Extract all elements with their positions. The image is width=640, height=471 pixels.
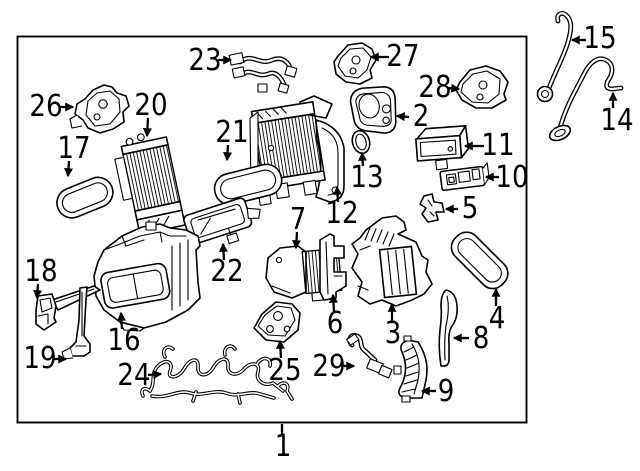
part-17-drawing <box>56 176 114 219</box>
part-23-drawing <box>228 52 298 94</box>
part-18-drawing <box>35 285 101 331</box>
part-27-drawing <box>333 42 377 85</box>
part-4-drawing <box>450 231 509 290</box>
part-19-drawing <box>61 286 91 360</box>
part-10-drawing <box>439 162 490 192</box>
leader-arrow-25 <box>275 339 285 359</box>
leader-arrow-28 <box>447 83 461 93</box>
part-24-drawing <box>140 344 294 405</box>
part-3-drawing <box>351 215 433 307</box>
leader-arrow-21 <box>223 144 233 162</box>
leader-arrow-2 <box>395 112 410 122</box>
part-6-drawing <box>319 233 347 301</box>
leader-arrow-20 <box>142 117 152 138</box>
leader-arrow-6 <box>328 293 338 313</box>
part-26-drawing <box>69 84 130 134</box>
part-9-drawing <box>393 335 428 403</box>
part-11-drawing <box>415 125 470 171</box>
part-12-drawing <box>249 95 345 206</box>
part-2-drawing <box>349 86 397 134</box>
leader-arrow-16 <box>116 311 126 330</box>
part-20-drawing <box>114 133 186 236</box>
leader-arrow-18 <box>33 283 43 300</box>
part-15-drawing <box>536 11 574 103</box>
leader-arrow-7 <box>291 231 301 250</box>
leader-arrow-12 <box>333 185 343 203</box>
leader-arrow-22 <box>218 242 228 261</box>
part-28-drawing <box>455 65 509 109</box>
leader-arrow-13 <box>358 151 368 167</box>
part-25-drawing <box>253 301 301 343</box>
part-16-drawing <box>93 221 201 332</box>
part-8-drawing <box>438 289 458 367</box>
part-29-drawing <box>346 332 393 379</box>
arrow-layer <box>33 35 618 436</box>
leader-arrow-24 <box>147 370 163 380</box>
part-14-drawing <box>548 56 624 142</box>
part-5-drawing <box>419 193 445 223</box>
part-21-drawing <box>213 163 283 206</box>
leader-arrow-17 <box>64 160 74 178</box>
